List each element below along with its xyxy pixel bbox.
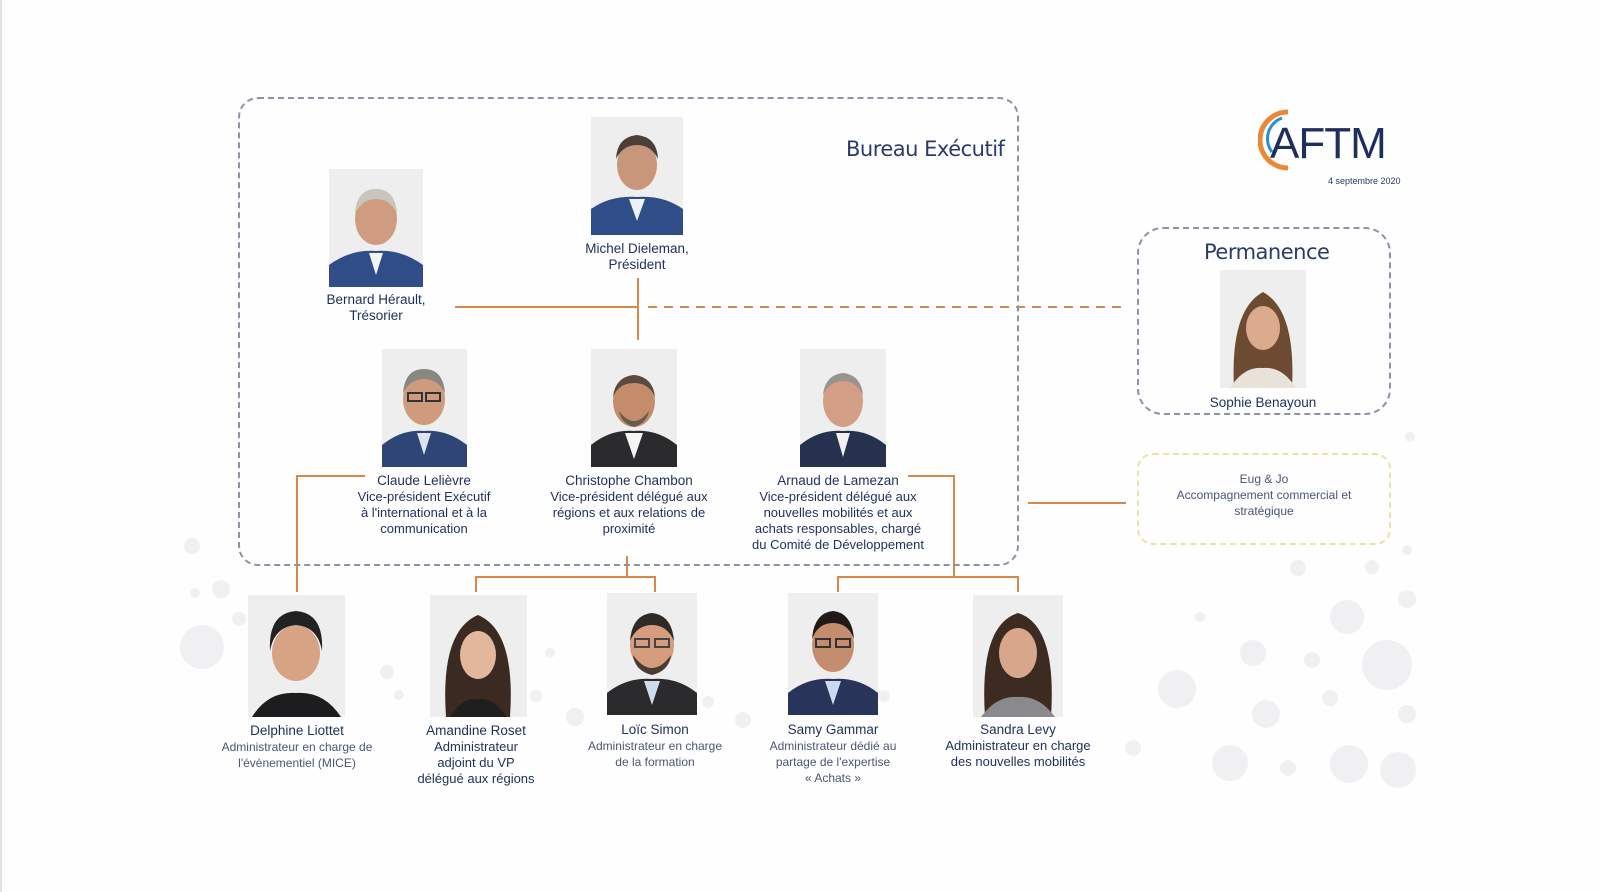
member-role: achats responsables, chargé (754, 521, 922, 536)
member-role: régions et aux relations de (552, 505, 706, 520)
member-role: nouvelles mobilités et aux (763, 505, 913, 520)
member-michel-dieleman: Michel Dieleman, Président (557, 241, 717, 273)
member-name: Michel Dieleman, (585, 241, 689, 256)
member-role: proximité (602, 521, 656, 536)
photo-loic-simon (607, 593, 697, 715)
member-role: à l'international et à la (360, 505, 488, 520)
photo-christophe-chambon (591, 349, 677, 467)
logo-date: 4 septembre 2020 (1328, 176, 1401, 186)
member-role: Vice-président délégué aux (550, 489, 708, 504)
member-role: du Comité de Développement (752, 537, 924, 552)
admin-samy-gammar: Samy Gammar Administrateur dédié au part… (748, 722, 918, 786)
admin-role: Administrateur en charge (945, 738, 1091, 753)
photo-delphine-liottet (248, 595, 345, 717)
admin-role: de la formation (615, 755, 695, 769)
member-name: Sophie Benayoun (1209, 395, 1317, 410)
photo-michel-dieleman (591, 117, 683, 235)
admin-name: Amandine Roset (426, 723, 526, 738)
member-sophie-benayoun: Sophie Benayoun (1173, 395, 1353, 411)
member-bernard-herault: Bernard Hérault, Trésorier (296, 292, 456, 324)
permanence-box (1137, 227, 1391, 415)
logo-text: AFTM (1270, 119, 1386, 168)
partner-box (1137, 453, 1391, 545)
admin-role: des nouvelles mobilités (950, 754, 1086, 769)
admin-role: Administrateur en charge de (221, 740, 373, 754)
member-name: Claude Lelièvre (377, 473, 471, 488)
member-name: Christophe Chambon (565, 473, 693, 488)
admin-sandra-levy: Sandra Levy Administrateur en charge des… (928, 722, 1108, 770)
photo-claude-lelievre (382, 349, 467, 467)
partner-line: Accompagnement commercial et (1176, 488, 1352, 502)
admin-name: Samy Gammar (787, 722, 879, 737)
member-name: Bernard Hérault, (326, 292, 426, 307)
bureau-executif-title: Bureau Exécutif (846, 137, 1005, 161)
partner-name: Eug & Jo (1239, 472, 1289, 486)
admin-role: l'évènementiel (MICE) (238, 756, 356, 770)
member-role: Trésorier (349, 308, 403, 323)
admin-name: Loïc Simon (621, 722, 689, 737)
member-name: Arnaud de Lamezan (777, 473, 899, 488)
photo-arnaud-de-lamezan (800, 349, 886, 467)
bureau-executif-box (238, 97, 1019, 566)
left-border (0, 0, 2, 892)
photo-sophie-benayoun (1220, 270, 1306, 388)
admin-name: Sandra Levy (980, 722, 1056, 737)
partner-description: Eug & Jo Accompagnement commercial et st… (1137, 471, 1391, 519)
photo-amandine-roset (430, 595, 527, 717)
admin-delphine-liottet: Delphine Liottet Administrateur en charg… (207, 723, 387, 771)
admin-amandine-roset: Amandine Roset Administrateur adjoint du… (396, 723, 556, 787)
member-christophe-chambon: Christophe Chambon Vice-président délégu… (534, 473, 724, 537)
member-claude-lelievre: Claude Lelièvre Vice-président Exécutif … (339, 473, 509, 537)
member-role: Président (608, 257, 666, 272)
admin-loic-simon: Loïc Simon Administrateur en charge de l… (570, 722, 740, 770)
admin-role: délégué aux régions (417, 771, 535, 786)
permanence-title: Permanence (1204, 240, 1330, 264)
admin-role: Administrateur dédié au (769, 739, 897, 753)
admin-role: partage de l'expertise (775, 755, 891, 769)
photo-samy-gammar (788, 593, 878, 715)
admin-role: Administrateur (434, 739, 518, 754)
member-arnaud-de-lamezan: Arnaud de Lamezan Vice-président délégué… (738, 473, 938, 553)
admin-role: « Achats » (804, 771, 862, 785)
admin-role: Administrateur en charge (587, 739, 723, 753)
admin-role: adjoint du VP (437, 755, 515, 770)
member-role: communication (380, 521, 468, 536)
partner-line: stratégique (1234, 504, 1294, 518)
member-role: Vice-président délégué aux (759, 489, 917, 504)
photo-sandra-levy (973, 595, 1063, 717)
admin-name: Delphine Liottet (250, 723, 344, 738)
aftm-logo: AFTM (1257, 108, 1418, 172)
member-role: Vice-président Exécutif (357, 489, 491, 504)
photo-bernard-herault (329, 169, 423, 287)
